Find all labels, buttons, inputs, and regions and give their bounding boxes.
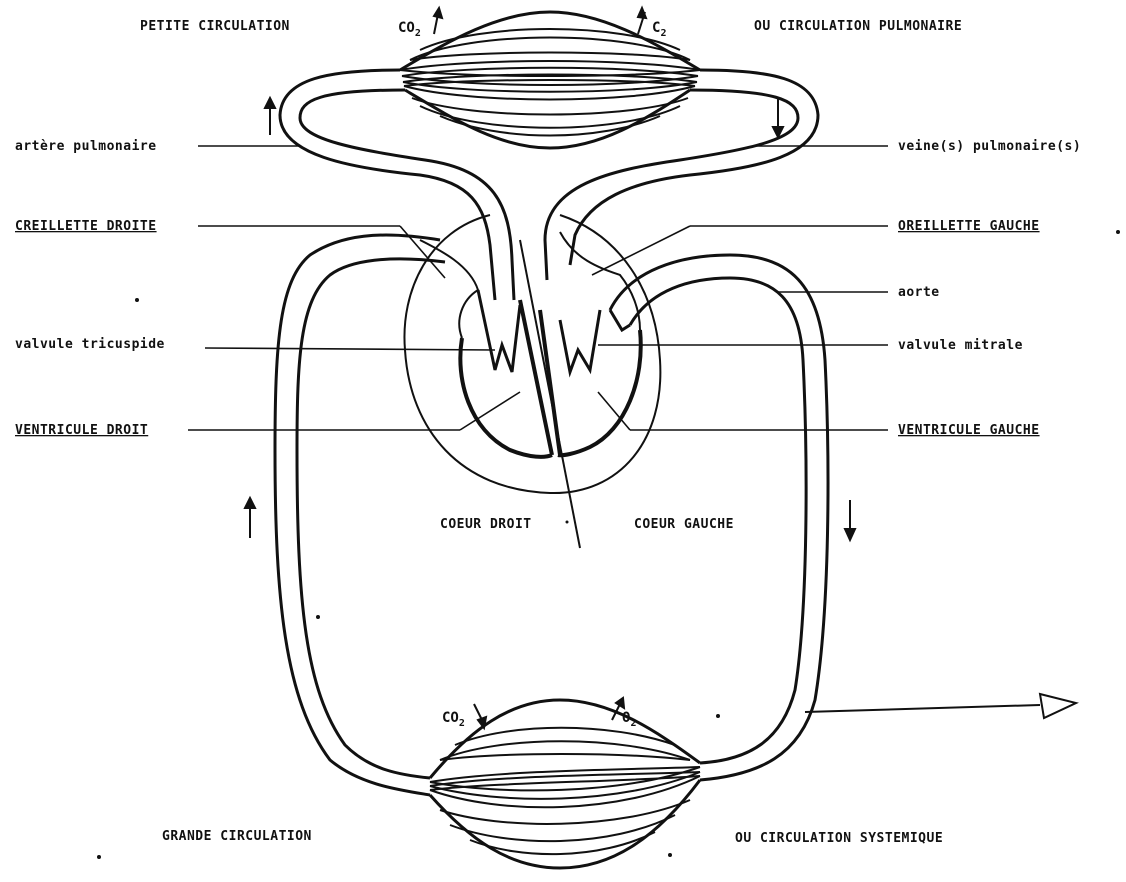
systemic-capillary-bed xyxy=(430,700,700,868)
coeur-gauche-label: COEUR GAUCHE xyxy=(634,517,734,532)
oreillette-gauche-label: OREILLETTE GAUCHE xyxy=(898,219,1040,234)
co2-top-label: CO2 xyxy=(398,20,421,39)
oreillette-droite-label: CREILLETTE DROITE xyxy=(15,219,157,234)
systemic-loop xyxy=(275,235,828,795)
coeur-droit-label: COEUR DROIT xyxy=(440,517,532,532)
circulation-systemique-label: OU CIRCULATION SYSTEMIQUE xyxy=(735,831,943,846)
veines-pulmonaires-label: veine(s) pulmonaire(s) xyxy=(898,139,1081,154)
ventricule-droit-label: VENTRICULE DROIT xyxy=(15,423,148,438)
ventricule-gauche-label: VENTRICULE GAUCHE xyxy=(898,423,1040,438)
artere-pulmonaire-label: artère pulmonaire xyxy=(15,139,157,154)
valvule-mitrale-label: valvule mitrale xyxy=(898,338,1023,353)
circulation-pulmonaire-label: OU CIRCULATION PULMONAIRE xyxy=(754,19,962,34)
heart xyxy=(404,215,660,548)
o2-bottom-label: O2 xyxy=(622,710,636,729)
petite-circulation-label: PETITE CIRCULATION xyxy=(140,19,290,34)
pulmonary-loop xyxy=(280,70,818,300)
scan-specks xyxy=(97,230,1120,859)
o2-top-label: C2 xyxy=(652,20,666,39)
aorte-label: aorte xyxy=(898,285,940,300)
co2-bottom-label: CO2 xyxy=(442,710,465,729)
valvule-tricuspide-label: valvule tricuspide xyxy=(15,337,165,352)
grande-circulation-label: GRANDE CIRCULATION xyxy=(162,829,312,844)
triangle-pointer-icon xyxy=(805,694,1076,718)
